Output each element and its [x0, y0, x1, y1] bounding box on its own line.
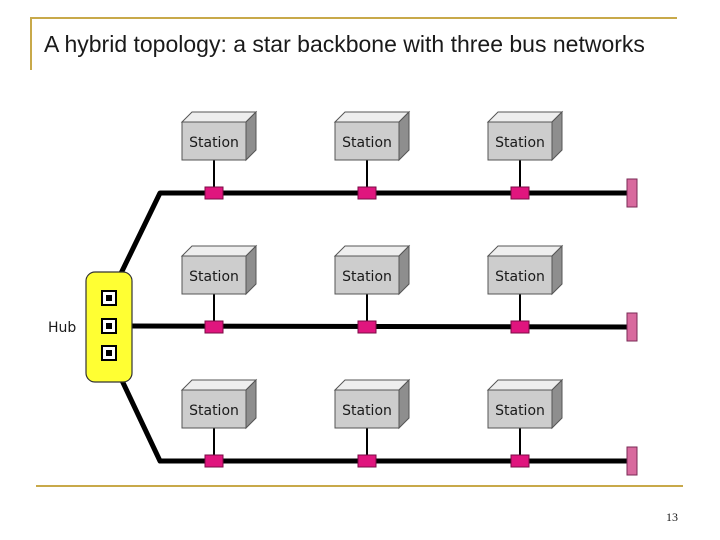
station-top-face [180, 111, 258, 123]
hub-port-dot [106, 323, 112, 329]
station-front-face [487, 255, 553, 295]
tap-connector [357, 320, 377, 334]
bus-network: Station Station Station [180, 244, 638, 342]
tap-connector [357, 454, 377, 468]
accent-rule-left [30, 17, 32, 70]
station: Station [486, 378, 564, 430]
hub [85, 271, 133, 383]
tap-connector [357, 186, 377, 200]
tap-connector [204, 454, 224, 468]
station-top-face [180, 245, 258, 257]
tap-connector [510, 320, 530, 334]
station-label: Station [342, 403, 392, 419]
bus-terminator [626, 178, 638, 208]
slide-title: A hybrid topology: a star backbone with … [44, 31, 645, 57]
tap-connector [204, 320, 224, 334]
station: Station [486, 244, 564, 296]
page-number: 13 [666, 510, 678, 524]
station-top-face [486, 111, 564, 123]
station: Station [180, 378, 258, 430]
station-label: Station [189, 135, 239, 151]
station-front-face [181, 389, 247, 429]
accent-rule-top [30, 17, 677, 19]
station-label: Station [189, 269, 239, 285]
station-front-face [334, 389, 400, 429]
station-front-face [181, 255, 247, 295]
hub-port-dot [106, 350, 112, 356]
station: Station [333, 110, 411, 162]
station-label: Station [495, 269, 545, 285]
station: Station [486, 110, 564, 162]
accent-rule-bottom [36, 485, 683, 487]
hub-port-dot [106, 295, 112, 301]
bus-network: Station Station Station [180, 110, 638, 208]
station-top-face [486, 245, 564, 257]
bus-cable-1 [106, 190, 630, 300]
station-front-face [181, 121, 247, 161]
station-front-face [487, 121, 553, 161]
station-top-face [333, 111, 411, 123]
tap-connector [510, 454, 530, 468]
station-front-face [334, 255, 400, 295]
bus-terminator [626, 446, 638, 476]
station-top-face [333, 245, 411, 257]
hub-label: Hub [48, 320, 76, 336]
station-label: Station [189, 403, 239, 419]
station: Station [180, 110, 258, 162]
station-front-face [334, 121, 400, 161]
tap-connector [510, 186, 530, 200]
bus-cable-3 [106, 351, 630, 464]
station-top-face [180, 379, 258, 391]
station-label: Station [342, 135, 392, 151]
station: Station [333, 244, 411, 296]
bus-terminator [626, 312, 638, 342]
station-label: Station [342, 269, 392, 285]
station: Station [333, 378, 411, 430]
tap-connector [204, 186, 224, 200]
station-top-face [486, 379, 564, 391]
station-top-face [333, 379, 411, 391]
bus-network: Station Station Station [180, 378, 638, 476]
station-label: Station [495, 135, 545, 151]
station-label: Station [495, 403, 545, 419]
station: Station [180, 244, 258, 296]
station-front-face [487, 389, 553, 429]
